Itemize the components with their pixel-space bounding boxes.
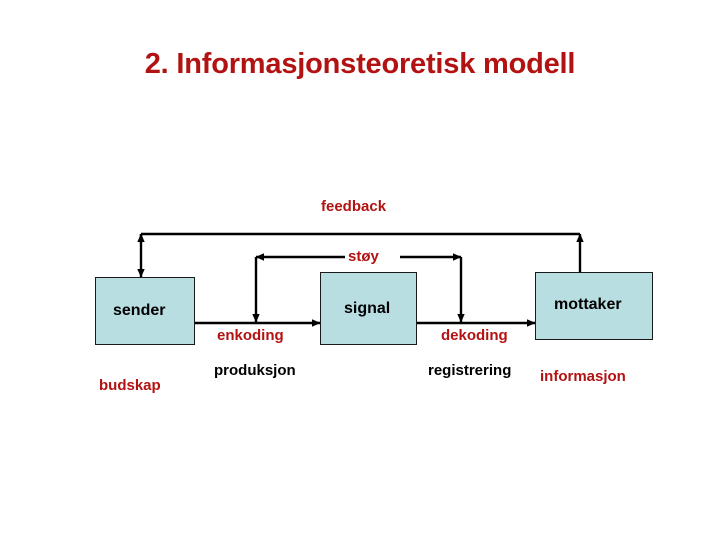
node-mottaker-label: mottaker: [554, 296, 622, 313]
node-signal[interactable]: [320, 272, 417, 345]
edge-label-informasjon: informasjon: [540, 368, 626, 385]
node-mottaker[interactable]: [535, 272, 653, 340]
edge-feedback: [137, 232, 584, 278]
edge-label-registrering: registrering: [428, 362, 512, 379]
node-signal-label: signal: [344, 300, 391, 317]
edge-label-feedback: feedback: [321, 198, 387, 215]
edge-label-produksjon: produksjon: [214, 362, 296, 379]
node-sender-label: sender: [113, 302, 166, 319]
edge-label-dekoding: dekoding: [441, 327, 508, 344]
page-title: 2. Informasjonsteoretisk modell: [144, 48, 576, 80]
edge-label-budskap: budskap: [99, 377, 161, 394]
edge-stoy: [252, 253, 465, 323]
node-sender[interactable]: [95, 277, 195, 345]
edge-label-stoy: støy: [345, 248, 382, 265]
edge-label-enkoding: enkoding: [217, 327, 284, 344]
